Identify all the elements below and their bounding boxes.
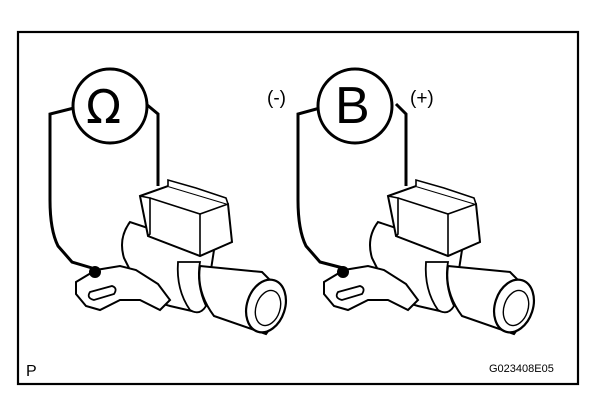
ohm-symbol: Ω (86, 80, 122, 134)
diagram-border (16, 30, 580, 386)
ohmmeter-icon (71, 67, 149, 145)
battery-icon (316, 67, 394, 145)
negative-terminal-label: (-) (267, 88, 286, 109)
left-solenoid-sensor-icon (48, 102, 294, 339)
left-terminal-dot (89, 266, 101, 278)
corner-letter: P (26, 363, 37, 380)
positive-terminal-label: (+) (410, 88, 434, 109)
right-terminal-dot (337, 266, 349, 278)
right-solenoid-sensor-icon (296, 102, 542, 339)
battery-symbol: B (335, 77, 370, 135)
figure-code: G023408E05 (489, 363, 554, 375)
